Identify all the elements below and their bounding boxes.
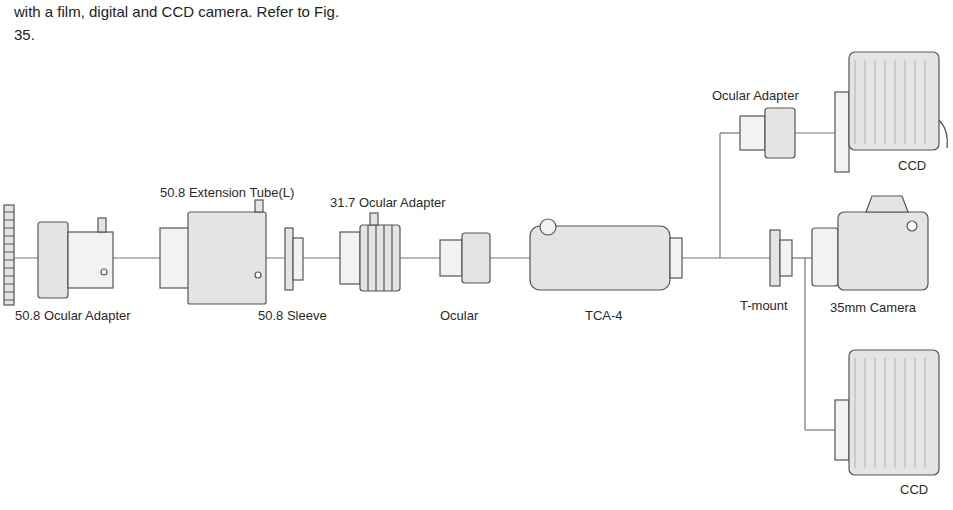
part-name: Ocular Adapter xyxy=(712,88,799,104)
part-name: T-mount xyxy=(740,298,788,314)
part-name: CCD xyxy=(898,158,926,174)
ccd-camera-top xyxy=(740,52,947,172)
ocular-adapter-31-7 xyxy=(340,213,400,291)
camera-35mm xyxy=(812,196,928,290)
t-mount xyxy=(770,230,792,286)
part-name: 50.8 Extension Tube(L) xyxy=(160,185,294,201)
ocular xyxy=(440,233,490,283)
ocular-adapter-50-8 xyxy=(38,218,113,298)
sleeve xyxy=(285,228,303,290)
part-name: TCA-4 xyxy=(585,308,623,324)
rack-gear xyxy=(4,205,14,305)
part-name: Ocular xyxy=(440,308,478,324)
ccd-camera-bottom xyxy=(835,350,939,475)
part-name: 31.7 Ocular Adapter xyxy=(330,195,446,211)
part-name: CCD xyxy=(900,482,928,498)
extension-tube xyxy=(160,200,266,304)
tca-4 xyxy=(530,219,682,290)
part-name: 35mm Camera xyxy=(830,300,916,316)
connection-lines xyxy=(14,133,835,430)
intro-text: with a film, digital and CCD camera. Ref… xyxy=(14,0,349,46)
part-name: 50.8 Ocular Adapter xyxy=(15,308,131,324)
part-name: 50.8 Sleeve xyxy=(258,308,327,324)
